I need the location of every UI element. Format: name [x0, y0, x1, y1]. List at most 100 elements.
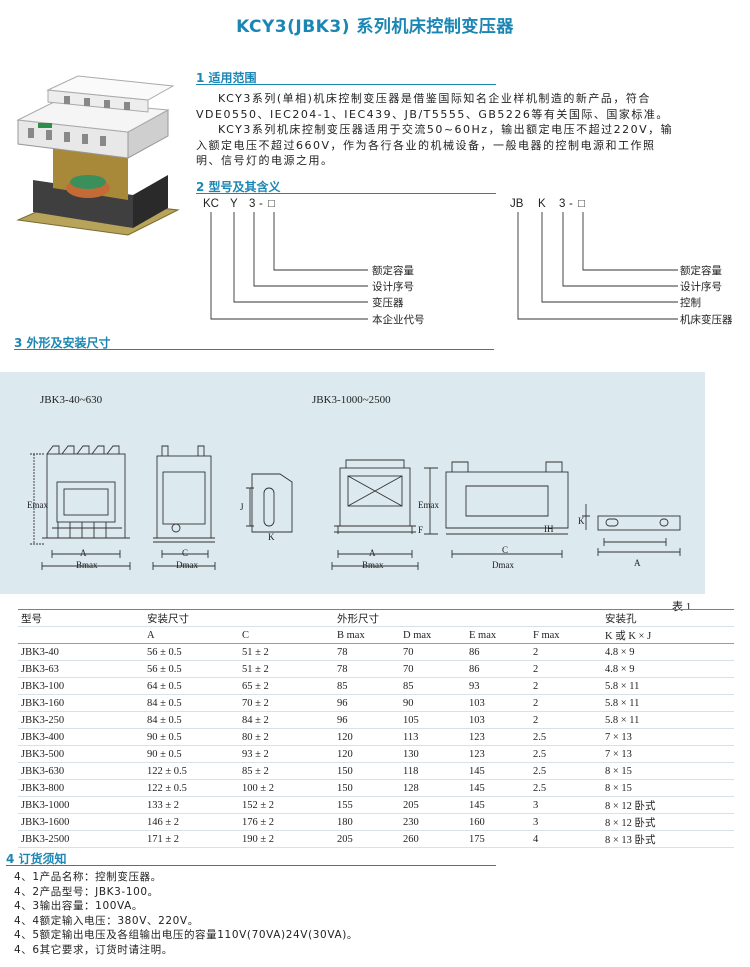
table-cell: 152 ± 2 [239, 796, 334, 814]
table-cell: 103 [466, 711, 530, 729]
table-cell: 2.5 [530, 728, 602, 746]
dim-label-emax-right: Emax [418, 500, 439, 510]
table-cell: 176 ± 2 [239, 813, 334, 831]
table-cell: 51 ± 2 [239, 660, 334, 678]
dimension-diagram-panel [0, 372, 705, 594]
dim-label-k-right: K [578, 516, 585, 526]
table-cell: 113 [400, 728, 466, 746]
dim-label-a-bracket: A [634, 558, 641, 568]
table-cell: 145 [466, 762, 530, 780]
model-code-right-dash: - [569, 198, 573, 210]
table-cell: 100 ± 2 [239, 779, 334, 797]
table-cell: JBK3-40 [18, 643, 144, 661]
header-mount-hole: 安装孔 [602, 609, 734, 627]
table-cell: 2 [530, 660, 602, 678]
table-cell: 8 × 15 [602, 762, 734, 780]
table-cell: 2 [530, 643, 602, 661]
table-cell: 128 [400, 779, 466, 797]
table-cell: 90 ± 0.5 [144, 728, 239, 746]
dim-label-a-right: A [369, 548, 376, 558]
table-cell: 5.8 × 11 [602, 677, 734, 695]
table-cell: 230 [400, 813, 466, 831]
table-cell: JBK3-160 [18, 694, 144, 712]
model-code-left-prefix: KC [203, 198, 219, 210]
table-cell: 2 [530, 711, 602, 729]
dim-label-j: J [240, 502, 244, 512]
table-cell: JBK3-250 [18, 711, 144, 729]
header-emax: E max [466, 626, 530, 644]
table-cell: 260 [400, 830, 466, 848]
table-cell: 190 ± 2 [239, 830, 334, 848]
order-item: 4、5额定输出电压及各组输出电压的容量110V(70VA)24V(30VA)。 [14, 929, 359, 941]
header-a: A [144, 626, 239, 644]
dim-label-k-left: K [268, 532, 275, 542]
dim-label-c-left: C [182, 548, 189, 558]
page-title: KCY3(JBK3) 系列机床控制变压器 [236, 17, 514, 37]
table-cell: 133 ± 2 [144, 796, 239, 814]
section-1-rule [196, 84, 496, 85]
table-cell: 51 ± 2 [239, 643, 334, 661]
model-left-label-design: 设计序号 [372, 281, 414, 293]
order-item: 4、6其它要求，订货时请注明。 [14, 943, 173, 956]
table-cell: JBK3-1600 [18, 813, 144, 831]
table-cell: JBK3-400 [18, 728, 144, 746]
table-cell: 8 × 12 卧式 [602, 796, 734, 814]
model-code-right-series: 3 [559, 198, 566, 210]
table-sub-header-row: A C B max D max E max F max K 或 K × J [18, 626, 734, 644]
table-cell: 171 ± 2 [144, 830, 239, 848]
table-cell: 105 [400, 711, 466, 729]
table-cell: 8 × 12 卧式 [602, 813, 734, 831]
table-cell: JBK3-630 [18, 762, 144, 780]
table-cell: JBK3-500 [18, 745, 144, 763]
table-cell: 8 × 13 卧式 [602, 830, 734, 848]
table-cell: 146 ± 2 [144, 813, 239, 831]
model-code-left-leaders [210, 212, 368, 320]
table-cell: 2 [530, 694, 602, 712]
table-cell: 175 [466, 830, 530, 848]
table-cell: 145 [466, 796, 530, 814]
dim-label-dmax-left: Dmax [176, 560, 198, 570]
model-right-label-capacity: 额定容量 [680, 265, 722, 277]
model-code-left-capacity: □ [268, 198, 275, 210]
table-cell: 5.8 × 11 [602, 694, 734, 712]
header-bmax: B max [334, 626, 400, 644]
table-cell: 2.5 [530, 745, 602, 763]
table-cell: 8 × 15 [602, 779, 734, 797]
diagram-right-caption: JBK3-1000~2500 [312, 394, 391, 406]
table-cell: 65 ± 2 [239, 677, 334, 695]
table-cell: JBK3-2500 [18, 830, 144, 848]
table-cell: 56 ± 0.5 [144, 660, 239, 678]
table-cell: 84 ± 0.5 [144, 711, 239, 729]
model-left-label-company: 本企业代号 [372, 314, 425, 326]
dim-label-c-right: C [502, 545, 509, 555]
table-cell: JBK3-63 [18, 660, 144, 678]
table-group-header-row: 型号 安装尺寸 外形尺寸 安装孔 [18, 609, 734, 627]
table-cell: 4.8 × 9 [602, 643, 734, 661]
table-cell: 205 [400, 796, 466, 814]
dimension-drawings [30, 445, 681, 570]
table-cell: 123 [466, 728, 530, 746]
section-4-heading: 4 订货须知 [6, 852, 67, 866]
table-cell: 180 [334, 813, 400, 831]
header-fmax: F max [530, 626, 602, 644]
dim-label-a-left: A [80, 548, 87, 558]
table-cell: 123 [466, 745, 530, 763]
header-dmax: D max [400, 626, 466, 644]
model-right-label-control: 控制 [680, 297, 701, 309]
section-4-rule [6, 865, 496, 866]
table-cell: 64 ± 0.5 [144, 677, 239, 695]
table-cell: 86 [466, 643, 530, 661]
model-code-right-type: K [538, 198, 546, 210]
order-item: 4、2产品型号：JBK3-100。 [14, 885, 159, 898]
table-cell: 3 [530, 813, 602, 831]
table-cell: 84 ± 0.5 [144, 694, 239, 712]
order-notes: 4、1产品名称：控制变压器。 4、2产品型号：JBK3-100。 4、3输出容量… [14, 870, 358, 957]
table-cell: JBK3-800 [18, 779, 144, 797]
